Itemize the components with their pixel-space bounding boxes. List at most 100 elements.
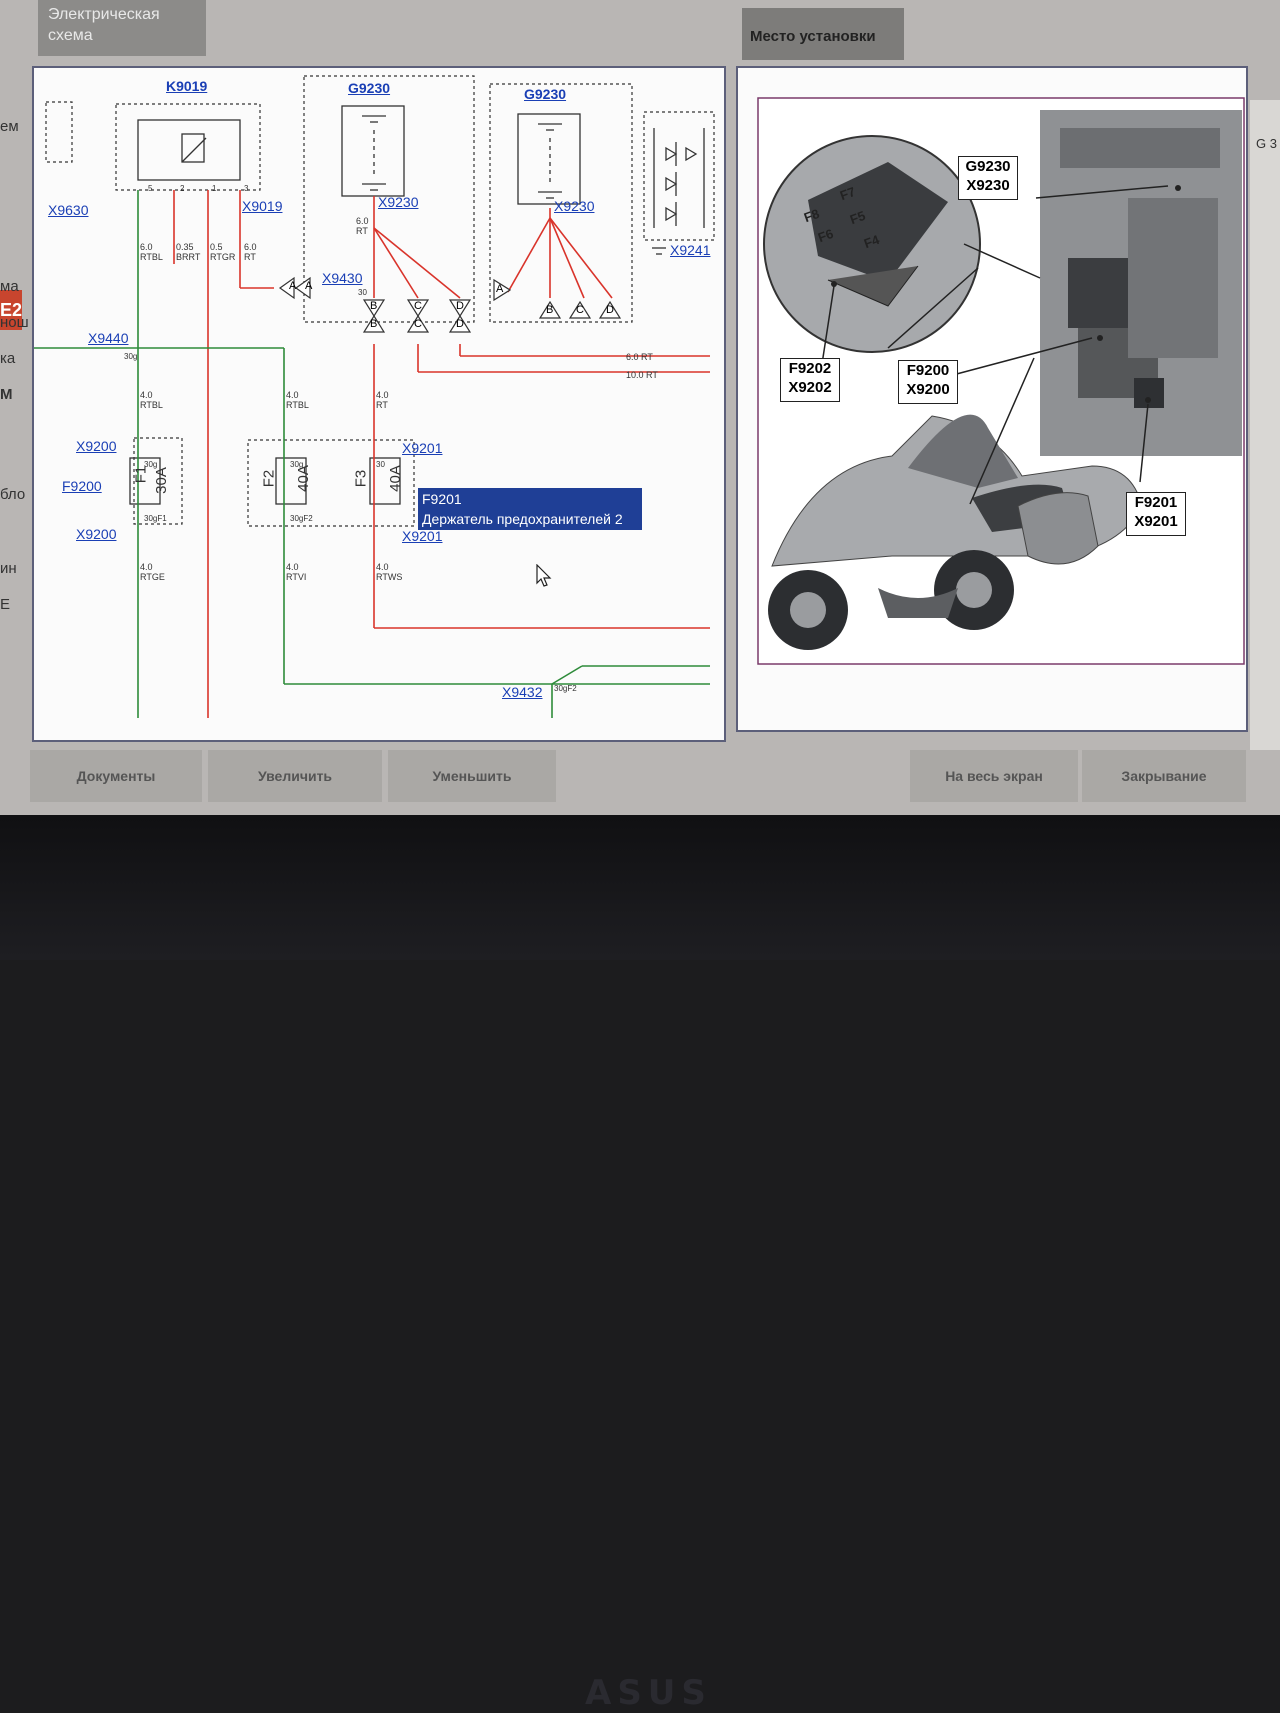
side-fragment: бло: [0, 486, 26, 503]
wire-size: 4.0: [286, 562, 299, 572]
schematic-panel[interactable]: K9019 G9230 G9230 X9630 X9019 X9230 X923…: [32, 66, 726, 742]
pin-label: 30gF2: [554, 684, 577, 693]
wire-size: 6.0: [356, 216, 369, 226]
label-k9019[interactable]: K9019: [166, 78, 208, 94]
wire-color: RTGE: [140, 572, 165, 582]
label-x9432[interactable]: X9432: [502, 684, 543, 700]
connector-a: A: [305, 280, 313, 292]
label-x9440[interactable]: X9440: [88, 330, 129, 346]
callout-f9202-text: F9202: [788, 360, 832, 377]
right-fragment: G 3: [1256, 136, 1277, 151]
callout-x9230-text: X9230: [966, 177, 1010, 194]
pin-label: 30gF1: [144, 514, 167, 523]
wire-label: 6.0 RT: [626, 352, 653, 362]
documents-button[interactable]: Документы: [30, 750, 202, 802]
close-button[interactable]: Закрывание: [1082, 750, 1246, 802]
callout-g9230-text: G9230: [965, 158, 1011, 175]
brand-logo: ASUS: [585, 1673, 712, 1713]
pin-label: 30g: [144, 460, 158, 469]
schematic-diagram: [34, 75, 715, 718]
connector-d: D: [456, 318, 464, 330]
wire-size: 0.5: [210, 242, 223, 252]
tooltip-id: F9201: [422, 491, 462, 507]
laptop-bezel: ASUS: [0, 815, 1280, 1713]
pin-label: 3: [244, 184, 249, 193]
connector-c: C: [576, 304, 584, 316]
side-fragment: ин: [0, 560, 17, 577]
screen: Электрическая схема Место установки E2 е…: [0, 0, 1280, 815]
label-x9630[interactable]: X9630: [48, 202, 89, 218]
fuse-f3-rating: 40A: [386, 465, 404, 492]
label-x9201[interactable]: X9201: [402, 528, 443, 544]
label-g9230[interactable]: G9230: [524, 86, 567, 102]
callout-f9201: F9201 X9201: [1126, 492, 1186, 536]
label-x9430[interactable]: X9430: [322, 270, 363, 286]
connector-c: C: [414, 318, 422, 330]
wire-color: RT: [376, 400, 388, 410]
wire-size: 4.0: [140, 390, 153, 400]
connector-c: C: [414, 300, 422, 312]
callout-f9202: F9202 X9202: [780, 358, 840, 402]
label-x9019[interactable]: X9019: [242, 198, 283, 214]
pin-label: 30gF2: [290, 514, 313, 523]
callout-f9200: F9200 X9200: [898, 360, 958, 404]
side-fragment: М: [0, 386, 13, 403]
label-x9241[interactable]: X9241: [670, 242, 711, 258]
wire-color: RTGR: [210, 252, 236, 262]
fuse-f3-label: F3: [352, 469, 370, 488]
pin-label: 30: [376, 460, 385, 469]
wire-size: 4.0: [376, 390, 389, 400]
wire-size: 0.35: [176, 242, 194, 252]
location-panel[interactable]: G9230 X9230 F9202 X9202 F9200 X9200 F920…: [736, 66, 1248, 732]
zoom-in-button[interactable]: Увеличить: [208, 750, 382, 802]
side-fragment: нош: [0, 314, 29, 331]
component-tooltip: F9201 Держатель предохранителей 2: [418, 488, 642, 530]
label-x9201[interactable]: X9201: [402, 440, 443, 456]
fuse-f2-rating: 40A: [294, 465, 312, 492]
right-edge-fragment: G 3: [1250, 100, 1280, 750]
callout-x9202-text: X9202: [788, 379, 832, 396]
connector-b: B: [370, 300, 378, 312]
label-x9230[interactable]: X9230: [554, 198, 595, 214]
tab-install-location[interactable]: Место установки: [742, 8, 904, 60]
wire-size: 4.0: [286, 390, 299, 400]
wire-label: 10.0 RT: [626, 370, 658, 380]
side-badge: E2: [0, 290, 22, 330]
side-fragment: ма: [0, 278, 19, 295]
fuse-f1-rating: 30A: [152, 467, 170, 494]
callout-x9201-text: X9201: [1134, 513, 1178, 530]
wire-size: 4.0: [140, 562, 153, 572]
pin-label: 30g: [124, 352, 138, 361]
wire-size: 6.0: [140, 242, 153, 252]
callout-g9230: G9230 X9230: [958, 156, 1018, 200]
connector-a: A: [289, 280, 297, 292]
pin-label: 30g: [290, 460, 304, 469]
location-illustration: [757, 97, 1245, 665]
wire-color: RTWS: [376, 572, 403, 582]
callout-x9200-text: X9200: [906, 381, 950, 398]
connector-a: A: [496, 283, 504, 295]
label-x9200[interactable]: X9200: [76, 438, 117, 454]
fullscreen-button[interactable]: На весь экран: [910, 750, 1078, 802]
wire-color: RTBL: [140, 252, 163, 262]
wire-color: BRRT: [176, 252, 201, 262]
label-x9230[interactable]: X9230: [378, 194, 419, 210]
wire-color: RTBL: [140, 400, 163, 410]
tab-electrical-schema[interactable]: Электрическая схема: [38, 0, 206, 56]
side-fragment: E: [0, 596, 11, 613]
label-g9230[interactable]: G9230: [348, 80, 391, 96]
wire-color: RT: [244, 252, 256, 262]
label-f9200[interactable]: F9200: [62, 478, 102, 494]
callout-f9200-text: F9200: [906, 362, 950, 379]
left-edge-fragments: E2 ем ма нош ка М бло ин E: [0, 100, 30, 800]
zoom-out-button[interactable]: Уменьшить: [388, 750, 556, 802]
label-x9200[interactable]: X9200: [76, 526, 117, 542]
wire-color: RTBL: [286, 400, 309, 410]
connector-d: D: [606, 304, 614, 316]
fuse-f2-label: F2: [260, 469, 278, 488]
pin-label: 30: [358, 288, 367, 297]
wire-size: 4.0: [376, 562, 389, 572]
tooltip-text: Держатель предохранителей 2: [422, 511, 623, 527]
side-fragment: ка: [0, 350, 16, 367]
wire-color: RTVI: [286, 572, 307, 582]
